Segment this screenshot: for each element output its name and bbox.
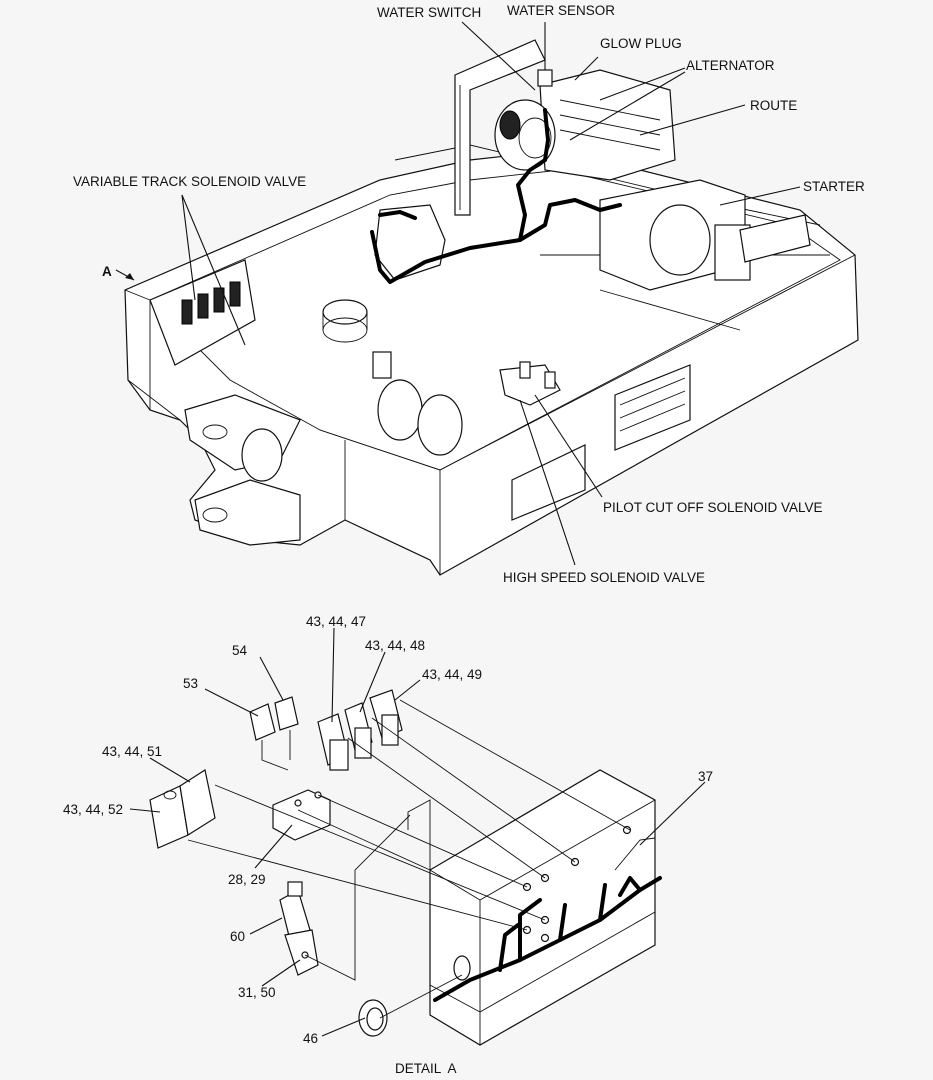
upper-leaders [115, 21, 801, 566]
label-high-speed-solenoid-valve: HIGH SPEED SOLENOID VALVE [503, 570, 705, 585]
detail-leaders [129, 627, 706, 1037]
label-pilot-cut-off-solenoid-valve: PILOT CUT OFF SOLENOID VALVE [603, 500, 823, 515]
label-starter: STARTER [803, 179, 865, 194]
callout-43-44-48: 43, 44, 48 [365, 638, 425, 653]
label-glow-plug: GLOW PLUG [600, 36, 682, 51]
callout-43-44-49: 43, 44, 49 [422, 667, 482, 682]
detail-a-title: DETAIL A [395, 1061, 457, 1076]
upper-labels: WATER SWITCH WATER SENSOR GLOW PLUG ALTE… [73, 3, 865, 585]
label-water-switch: WATER SWITCH [377, 5, 481, 20]
label-variable-track-solenoid-valve: VARIABLE TRACK SOLENOID VALVE [73, 174, 306, 189]
callout-53: 53 [183, 676, 198, 691]
callout-43-44-47: 43, 44, 47 [306, 614, 366, 629]
label-view-a: A [102, 264, 112, 279]
label-route: ROUTE [750, 98, 797, 113]
label-alternator: ALTERNATOR [686, 58, 775, 73]
callout-46: 46 [303, 1031, 318, 1046]
callout-54: 54 [232, 643, 248, 658]
callout-60: 60 [230, 929, 245, 944]
upper-frame-assembly [124, 39, 859, 576]
callout-43-44-51: 43, 44, 51 [102, 744, 162, 759]
detail-labels: 43, 44, 47 43, 44, 48 43, 44, 49 54 53 4… [63, 614, 713, 1076]
label-water-sensor: WATER SENSOR [507, 3, 615, 18]
callout-37: 37 [698, 769, 713, 784]
callout-28-29: 28, 29 [228, 872, 266, 887]
callout-31-50: 31, 50 [238, 985, 276, 1000]
callout-43-44-52: 43, 44, 52 [63, 802, 123, 817]
detail-a-assembly [149, 689, 662, 1046]
